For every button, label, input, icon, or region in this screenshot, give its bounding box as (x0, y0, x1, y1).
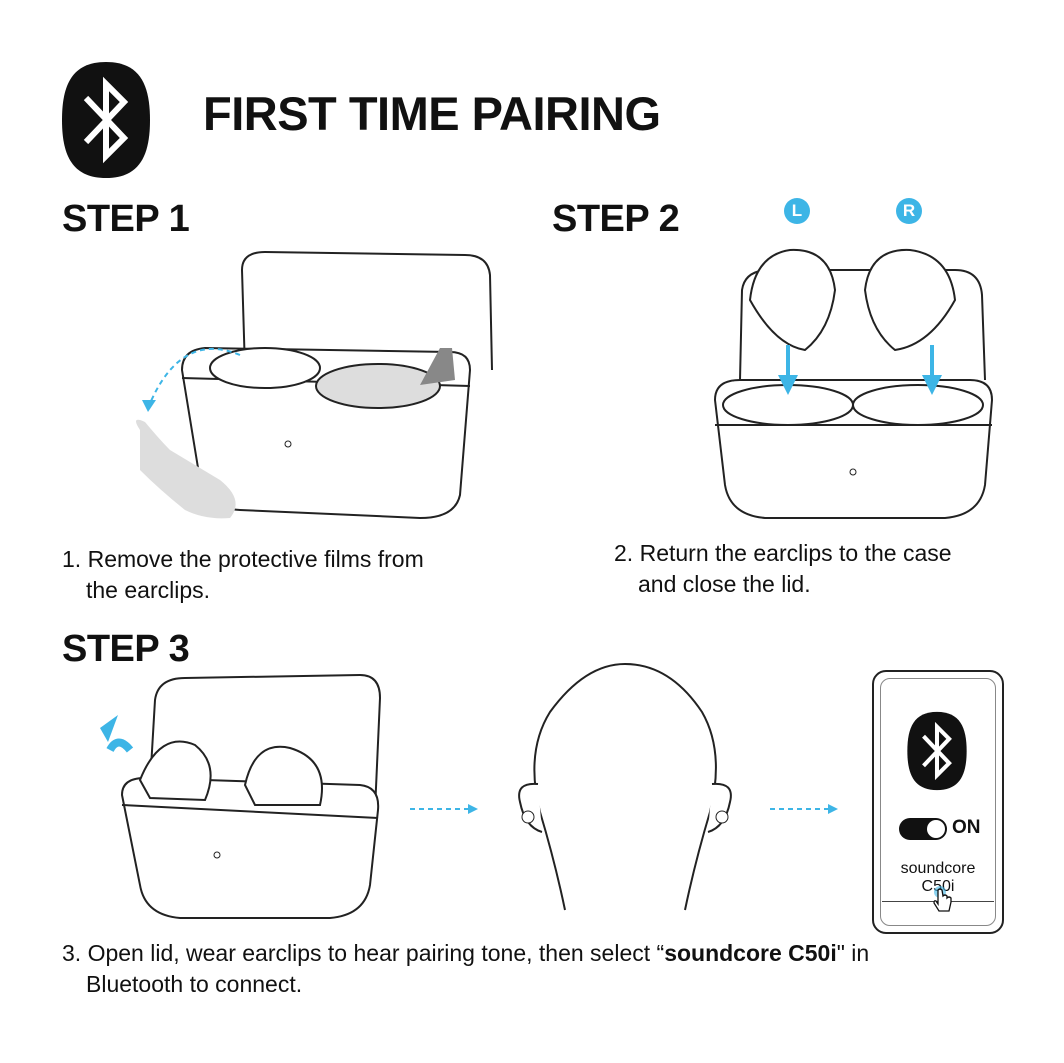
arrow-right-icon (770, 804, 838, 814)
bluetooth-icon (907, 711, 967, 791)
arrow-right-icon (410, 804, 478, 814)
caption-text: Return the earclips to the case (639, 540, 952, 566)
caption-text: Bluetooth to connect. (86, 971, 303, 997)
caption-text: Open lid, wear earclips to hear pairing … (87, 940, 665, 966)
step-1-heading: STEP 1 (62, 198, 190, 240)
bluetooth-toggle[interactable] (899, 818, 947, 840)
step-2-heading: STEP 2 (552, 198, 680, 240)
caption-number: 1. (62, 546, 82, 572)
step-3-heading: STEP 3 (62, 628, 190, 670)
caption-number: 3. (62, 940, 82, 966)
step-2-illustration (713, 248, 994, 519)
device-name: soundcore (900, 860, 976, 877)
step-3-case-illustration (100, 673, 382, 919)
step-1-illustration (136, 250, 493, 520)
head-wearing-earclips-illustration (518, 662, 732, 911)
step-3-caption: 3. Open lid, wear earclips to hear pairi… (62, 938, 869, 1000)
step-1-caption: 1. Remove the protective films from the … (62, 544, 424, 606)
bluetooth-icon (62, 62, 150, 178)
device-name-highlight: soundcore C50i (664, 940, 837, 966)
hand-cursor-icon (933, 886, 952, 912)
caption-text: and close the lid. (638, 571, 811, 597)
step-2-caption: 2. Return the earclips to the case and c… (614, 538, 952, 600)
caption-number: 2. (614, 540, 634, 566)
right-earclip-marker: R (896, 198, 922, 224)
caption-text: " in (836, 940, 870, 966)
caption-text: the earclips. (86, 577, 211, 603)
caption-text: Remove the protective films from (87, 546, 424, 572)
page-title: FIRST TIME PAIRING (203, 87, 661, 140)
phone-screen: ON soundcore C50i (872, 670, 1004, 934)
left-earclip-marker: L (784, 198, 810, 224)
toggle-label: ON (952, 817, 981, 838)
